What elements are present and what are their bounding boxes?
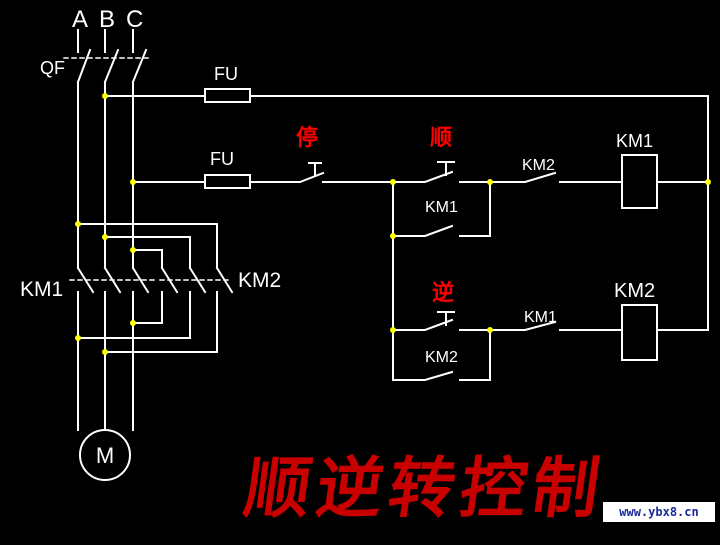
phase-label-a: A bbox=[72, 6, 88, 33]
coil-km1-label: KM1 bbox=[616, 131, 653, 151]
fuse-label-1: FU bbox=[214, 64, 238, 84]
phase-label-c: C bbox=[126, 6, 143, 33]
forward-label: 顺 bbox=[430, 125, 452, 150]
km2-main-contacts bbox=[77, 266, 234, 353]
motor-symbol bbox=[79, 429, 131, 481]
motor-label: M bbox=[96, 443, 114, 468]
interlock-km1-label: KM1 bbox=[524, 309, 557, 326]
main-contact-cross-wiring bbox=[77, 223, 218, 269]
forward-rung bbox=[392, 154, 709, 331]
phase-label-b: B bbox=[99, 6, 115, 33]
coil-km2-label: KM2 bbox=[614, 280, 655, 302]
km2-main-label: KM2 bbox=[238, 269, 281, 292]
stop-label: 停 bbox=[296, 125, 318, 150]
hold-contact-km2-label: KM2 bbox=[425, 349, 458, 366]
watermark: www.ybx8.cn bbox=[603, 502, 715, 522]
fuse-1 bbox=[204, 88, 251, 103]
fuse-2 bbox=[204, 174, 251, 189]
fuse-tap-b bbox=[104, 95, 709, 183]
phase-verticals bbox=[77, 87, 134, 269]
reverse-rung bbox=[392, 181, 709, 381]
phase-terminals bbox=[77, 29, 134, 41]
interlock-km2-label: KM2 bbox=[522, 157, 555, 174]
stop-button bbox=[298, 162, 394, 184]
reverse-label: 逆 bbox=[432, 280, 454, 305]
motor-leads bbox=[77, 304, 134, 431]
km1-main-label: KM1 bbox=[20, 278, 63, 301]
breaker-label: QF bbox=[40, 58, 65, 78]
qf-breaker bbox=[63, 39, 151, 89]
hold-contact-km1-label: KM1 bbox=[425, 199, 458, 216]
fuse-label-2: FU bbox=[210, 149, 234, 169]
km1-main-contacts bbox=[69, 266, 156, 306]
junction-dots bbox=[75, 93, 711, 355]
